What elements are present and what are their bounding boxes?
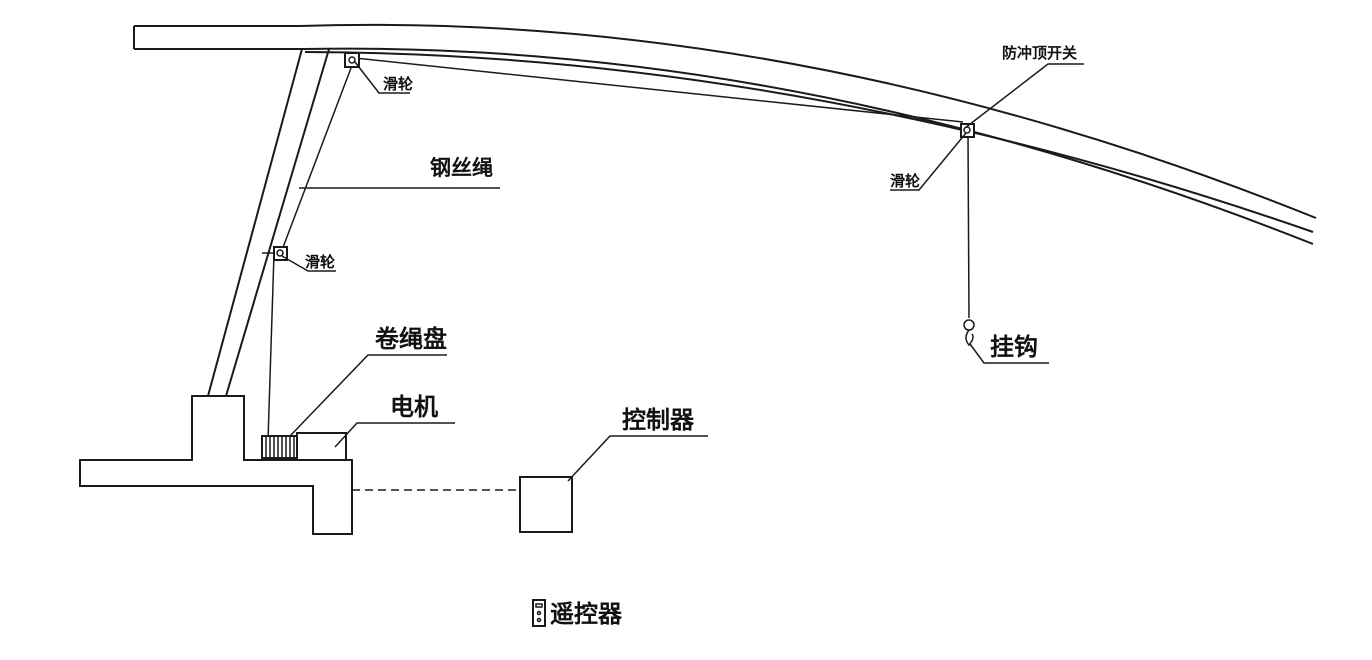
pulley-mid-label: 滑轮	[305, 253, 335, 271]
reel	[261, 435, 298, 459]
reel-label: 卷绳盘	[375, 325, 447, 353]
leader-lines	[281, 61, 1084, 482]
wire-rope	[267, 57, 970, 441]
motor	[296, 432, 347, 461]
pulley-right	[960, 123, 975, 138]
pulley-right-label: 滑轮	[890, 172, 920, 190]
remote-label: 遥控器	[550, 600, 623, 628]
base-foundation	[79, 395, 353, 535]
support-column	[207, 48, 330, 397]
roof-beam	[133, 23, 1317, 245]
wire-rope-label: 钢丝绳	[430, 156, 493, 180]
remote-icon	[532, 599, 546, 627]
controller-box	[519, 476, 573, 533]
controller-label: 控制器	[622, 406, 695, 434]
anti-collision-switch-label: 防冲顶开关	[1002, 44, 1077, 62]
pulley-top-label: 滑轮	[383, 75, 413, 93]
motor-label: 电机	[390, 393, 438, 421]
hook-icon	[963, 319, 975, 347]
hook-label: 挂钩	[990, 333, 1038, 361]
